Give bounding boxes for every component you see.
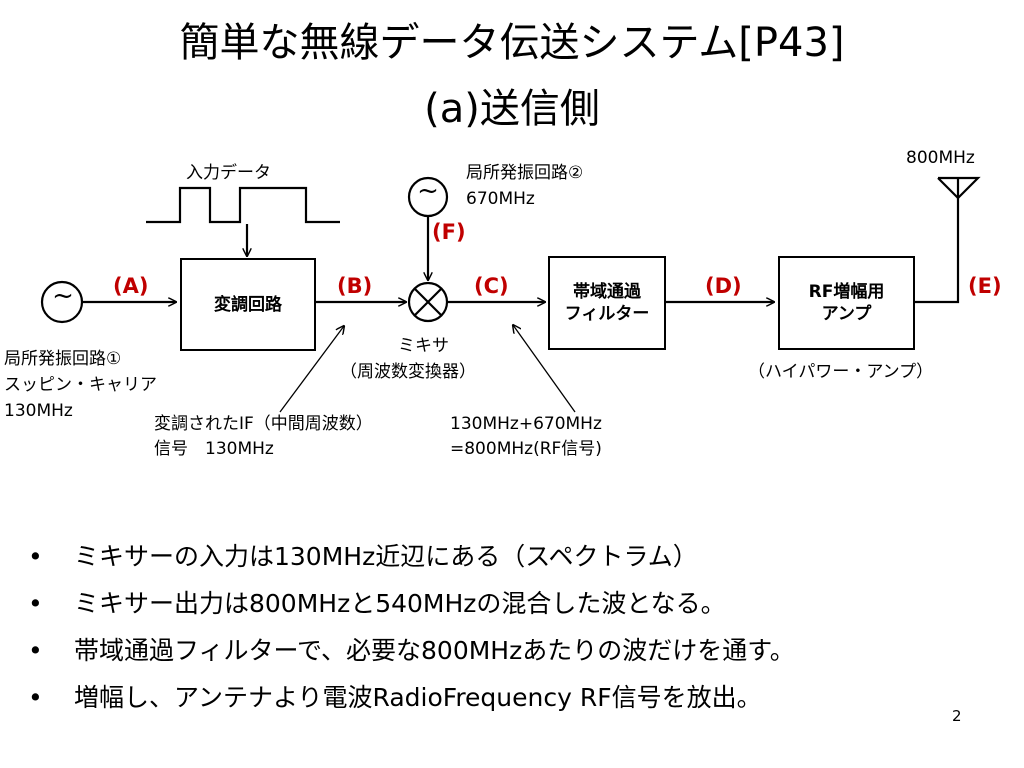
- bpf-label-line2: フィルター: [564, 304, 650, 324]
- bullet-text: 増幅し、アンテナより電波RadioFrequency RF信号を放出。: [74, 683, 762, 712]
- bullet-marker: •: [28, 636, 43, 665]
- bpf-label-line1: 帯域通過: [572, 282, 641, 302]
- amp-label-line1: RF増幅用: [808, 282, 885, 302]
- transmitter-block-diagram: [40, 176, 981, 413]
- bullet-item: • ミキサーの入力は130MHz近辺にある（スペクトラム）: [28, 533, 795, 580]
- lo1-description: 局所発振回路① スッピン・キャリア 130MHz: [4, 346, 157, 424]
- input-data-label: 入力データ: [186, 163, 271, 183]
- rf-signal-note: 130MHz+670MHz =800MHz(RF信号): [450, 412, 602, 462]
- bullet-list: • ミキサーの入力は130MHz近辺にある（スペクトラム） • ミキサー出力は800…: [28, 533, 795, 721]
- if-signal-pointer: [279, 326, 344, 413]
- lo1-frequency: 130MHz: [4, 401, 73, 421]
- mixer-label: ミキサ: [398, 336, 449, 356]
- input-data-waveform: [146, 186, 340, 224]
- rf-note-line2: =800MHz(RF信号): [450, 439, 602, 459]
- rf-signal-pointer: [513, 325, 576, 413]
- bullet-marker: •: [28, 683, 43, 712]
- rf-note-line1: 130MHz+670MHz: [450, 414, 602, 434]
- bullet-text: ミキサーの入力は130MHz近辺にある（スペクトラム）: [74, 542, 698, 571]
- bullet-item: • 増幅し、アンテナより電波RadioFrequency RF信号を放出。: [28, 674, 795, 721]
- lo1-carrier-label: スッピン・キャリア: [4, 375, 157, 395]
- if-note-line2: 信号 130MHz: [154, 439, 274, 459]
- point-d-tag: (D): [705, 274, 742, 298]
- bullet-text: ミキサー出力は800MHzと540MHzの混合した波となる。: [74, 589, 726, 618]
- mixer-sublabel: （周波数変換器）: [340, 362, 476, 382]
- bullet-marker: •: [28, 542, 43, 571]
- amp-note: （ハイパワー・アンプ）: [748, 362, 934, 382]
- bullet-text: 帯域通過フィルターで、必要な800MHzあたりの波だけを通す。: [74, 636, 795, 665]
- point-f-tag: (F): [432, 220, 466, 244]
- point-e-tag: (E): [968, 274, 1002, 298]
- bullet-item: • ミキサー出力は800MHzと540MHzの混合した波となる。: [28, 580, 795, 627]
- point-a-tag: (A): [113, 274, 149, 298]
- amp-to-antenna-line: [914, 178, 960, 304]
- amp-label-line2: アンプ: [821, 304, 872, 324]
- page-number: 2: [952, 707, 962, 725]
- antenna-frequency: 800MHz: [906, 148, 975, 168]
- modulator-block: 変調回路: [180, 258, 316, 351]
- lo1-label: 局所発振回路①: [4, 349, 122, 369]
- point-b-tag: (B): [337, 274, 373, 298]
- bullet-marker: •: [28, 589, 43, 618]
- oscillator-1-icon: ~: [52, 281, 74, 311]
- lo2-frequency: 670MHz: [466, 189, 535, 209]
- bandpass-filter-block: 帯域通過 フィルター: [548, 256, 666, 350]
- if-signal-note: 変調されたIF（中間周波数） 信号 130MHz: [154, 412, 373, 462]
- point-c-tag: (C): [474, 274, 509, 298]
- if-note-line1: 変調されたIF（中間周波数）: [154, 414, 373, 434]
- slide-subtitle: (a)送信側: [424, 86, 600, 132]
- oscillator-2-icon: ~: [417, 176, 439, 206]
- bullet-item: • 帯域通過フィルターで、必要な800MHzあたりの波だけを通す。: [28, 627, 795, 674]
- lo2-label: 局所発振回路②: [466, 163, 584, 183]
- rf-amplifier-block: RF増幅用 アンプ: [778, 256, 915, 350]
- modulator-label: 変調回路: [214, 294, 282, 315]
- slide-title: 簡単な無線データ伝送システム[P43]: [179, 20, 845, 66]
- antenna-icon: [937, 176, 981, 200]
